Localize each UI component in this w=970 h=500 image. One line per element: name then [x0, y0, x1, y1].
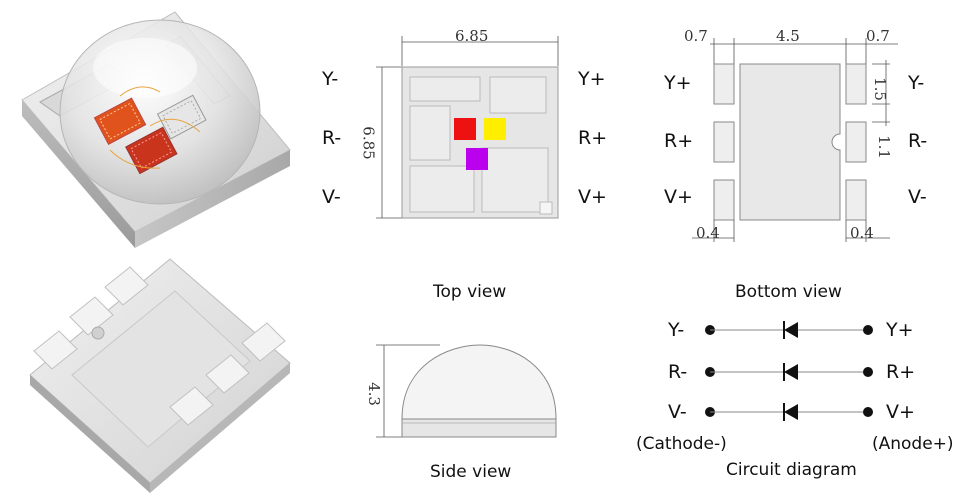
diode-symbol	[784, 364, 798, 380]
led-base-side-right	[135, 150, 290, 248]
top-pin-label-right: R+	[578, 127, 608, 149]
bottom-pad-height-dimension: 1.5	[870, 77, 889, 101]
top-pin-label-right: Y+	[578, 68, 606, 90]
thermal-pad	[71, 290, 251, 448]
circuit-label-left: V-	[668, 401, 687, 423]
bottom-pad	[69, 296, 114, 336]
bond-wire	[149, 118, 201, 133]
circuit-label-right: R+	[886, 361, 916, 383]
bottom-left-pad-dimension: 0.7	[684, 27, 708, 45]
diode-symbol	[784, 404, 798, 420]
bottom-pad	[241, 322, 286, 362]
top-pin-label-right: V+	[578, 186, 607, 208]
bottom-pin-label-right: R-	[908, 130, 928, 152]
bottom-view-caption: Bottom view	[735, 282, 842, 302]
circuit-diagram	[705, 321, 873, 421]
side-base-outline	[401, 418, 557, 438]
chip-red-grid	[130, 132, 173, 169]
bottom-pad	[33, 330, 78, 370]
chip-silver-grid	[162, 100, 202, 135]
top-pin-label-left: R-	[322, 127, 342, 149]
chip-orange-grid	[99, 102, 141, 140]
bottom-pad-v-plus	[713, 179, 735, 221]
top-view-caption: Top view	[433, 282, 507, 302]
top-lead-frame	[481, 147, 549, 213]
led-bottom-side	[30, 375, 150, 493]
top-height-dimension: 6.85	[359, 126, 378, 160]
bottom-right-pad-dimension: 0.7	[866, 27, 890, 45]
bottom-pad	[104, 266, 149, 306]
circuit-label-right: V+	[886, 401, 915, 423]
top-lead-frame	[409, 76, 481, 102]
chip-violet	[466, 148, 488, 170]
bottom-pad-r-minus	[845, 121, 867, 163]
bottom-pad	[205, 354, 250, 394]
bottom-pin-label-left: Y+	[664, 72, 692, 94]
bottom-pad-r-plus	[713, 121, 735, 163]
top-width-dimension: 6.85	[455, 27, 489, 45]
bottom-pad-y-minus	[845, 63, 867, 105]
chip-silver	[156, 94, 207, 140]
led-photo-bottom	[29, 258, 291, 493]
bottom-pad	[169, 386, 214, 426]
polarity-notch	[91, 326, 105, 340]
circuit-node	[863, 407, 873, 417]
bottom-pad-gap-dimension: 1.1	[874, 135, 893, 159]
bottom-view-drawing	[692, 38, 898, 242]
top-pin-label-left: V-	[322, 186, 341, 208]
bottom-left-width-dimension: 0.4	[696, 224, 720, 242]
circuit-diagram-caption: Circuit diagram	[726, 460, 857, 480]
top-corner-mark	[539, 201, 553, 215]
circuit-label-left: R-	[668, 361, 688, 383]
bottom-pin-label-right: Y-	[908, 72, 925, 94]
diode-symbol	[784, 322, 798, 338]
side-dome-outline	[401, 344, 557, 420]
circuit-label-right: Y+	[886, 319, 914, 341]
bond-wire	[109, 149, 161, 169]
side-height-dimension: 4.3	[364, 382, 383, 406]
circuit-node	[863, 325, 873, 335]
top-pin-label-left: Y-	[322, 68, 339, 90]
bottom-pad-v-minus	[845, 179, 867, 221]
led-photo-top	[21, 11, 291, 248]
top-lead-frame	[409, 165, 475, 213]
anode-label: (Anode+)	[872, 434, 954, 454]
side-view-drawing	[376, 344, 557, 438]
top-view-drawing	[376, 36, 559, 219]
circuit-node	[863, 367, 873, 377]
bottom-pad-y-plus	[713, 63, 735, 105]
chip-red	[454, 118, 476, 140]
bottom-thermal-pad	[739, 63, 841, 221]
bottom-center-dimension: 4.5	[776, 27, 800, 45]
cathode-label: (Cathode-)	[636, 434, 727, 454]
bottom-pin-label-left: V+	[664, 186, 693, 208]
circuit-label-left: Y-	[668, 319, 685, 341]
chip-yellow	[484, 118, 506, 140]
top-lead-frame	[489, 76, 547, 114]
bottom-pin-label-left: R+	[664, 130, 694, 152]
side-view-caption: Side view	[430, 462, 512, 482]
bottom-pin-label-right: V-	[908, 186, 927, 208]
top-lead-frame	[409, 105, 451, 161]
bond-wire	[119, 86, 161, 97]
bottom-right-width-dimension: 0.4	[850, 224, 874, 242]
led-bottom-side	[150, 363, 290, 493]
led-base-side-left	[22, 100, 135, 248]
dome-highlight	[93, 38, 197, 98]
